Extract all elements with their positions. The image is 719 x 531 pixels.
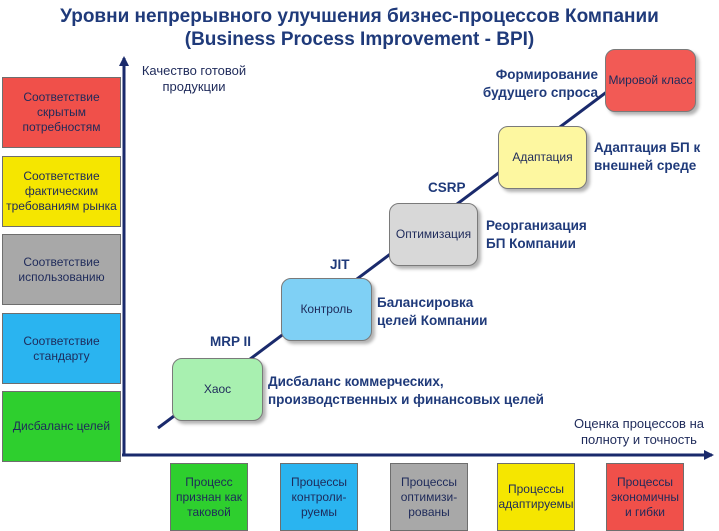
process-recognized: Процесс признан как таковой [170,463,248,531]
process-adaptable: Процессы адаптируемы [497,463,575,531]
stage-control: Контроль [281,278,372,341]
stage-adaptation: Адаптация [498,126,587,189]
transition-jit: JIT [330,257,350,272]
level-standard: Соответствие стандарту [2,313,121,384]
stage-optimization: Оптимизация [389,203,478,266]
stage-world-class: Мировой класс [605,49,696,112]
level-hidden-needs: Соответствие скрытым потребностям [2,77,121,148]
process-economic-flexible: Процессы экономичны и гибки [606,463,684,531]
level-market-requirements: Соответствие фактическим требованиям рын… [2,156,121,227]
level-goal-imbalance: Дисбаланс целей [2,391,121,462]
title-line-1: Уровни непрерывного улучшения бизнес-про… [60,6,659,27]
process-optimized: Процессы оптимизи-рованы [390,463,468,531]
title-line-2: (Business Process Improvement - BPI) [184,29,535,50]
transition-csrp: CSRP [428,180,466,195]
desc-chaos: Дисбаланс коммерческих,производственных … [268,374,544,408]
process-controlled: Процессы контроли-руемы [280,463,358,531]
level-usage: Соответствие использованию [2,234,121,305]
transition-mrp2: MRP II [210,334,252,349]
stage-chaos: Хаос [172,358,263,421]
